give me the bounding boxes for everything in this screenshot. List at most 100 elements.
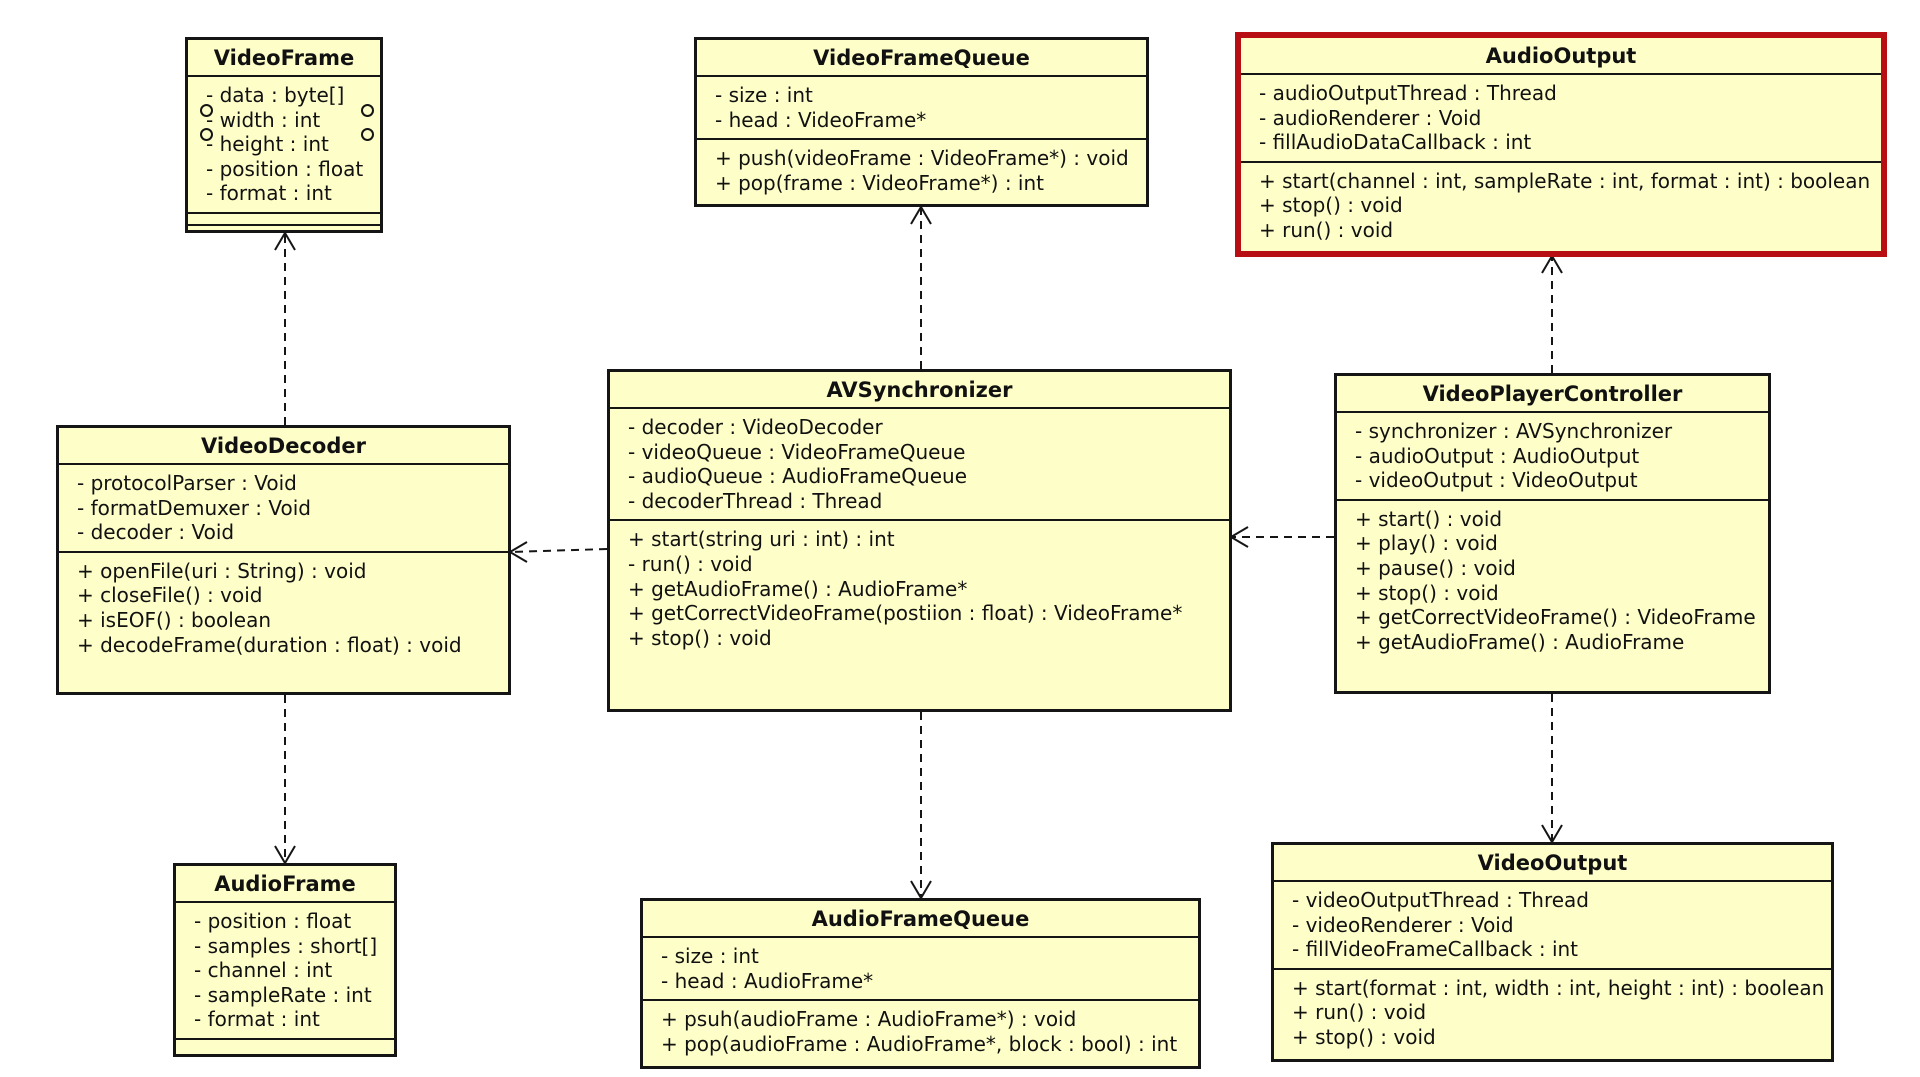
operations-section: + start(format : int, width : int, heigh… — [1274, 970, 1831, 1056]
operation: + run() : void — [1259, 217, 1394, 242]
attributes-section: - decoder : VideoDecoder - videoQueue : … — [610, 409, 1229, 522]
attribute: - height : int — [206, 132, 329, 157]
attribute: - audioRenderer : Void — [1259, 105, 1482, 130]
attributes-section: - size : int - head : AudioFrame* — [643, 938, 1198, 1002]
attribute: - size : int — [715, 83, 813, 107]
class-title: AudioOutput — [1241, 38, 1881, 75]
attribute: - position : float — [194, 909, 352, 933]
selection-handle-icon — [361, 128, 374, 141]
class-videooutput: VideoOutput - videoOutputThread : Thread… — [1271, 842, 1834, 1062]
dependency-avsynchronizer-videoframequeue — [910, 205, 932, 369]
dependency-videoplayercontroller-avsynchronizer — [1229, 526, 1334, 548]
operations-section: + start() : void + play() : void + pause… — [1337, 501, 1768, 661]
class-audioframe: AudioFrame - position : float - samples … — [173, 863, 397, 1057]
attributes-section: - data : byte[] - width : int - height :… — [188, 77, 380, 214]
attributes-section: - audioOutputThread : Thread - audioRend… — [1241, 75, 1881, 163]
operation: + pause() : void — [1355, 555, 1516, 580]
dependency-videodecoder-audioframe — [274, 695, 296, 865]
selection-handle-icon — [200, 104, 213, 117]
operation: + start() : void — [1355, 506, 1503, 531]
operation: + run() : void — [1292, 1000, 1427, 1025]
operation: + pop(frame : VideoFrame*) : int — [715, 170, 1044, 195]
operation: + getCorrectVideoFrame(postiion : float)… — [628, 601, 1183, 626]
attribute: - decoder : VideoDecoder — [628, 415, 883, 439]
operation: + start(string uri : int) : int — [628, 527, 895, 552]
dependency-videodecoder-videoframe — [274, 231, 296, 425]
operation: + stop() : void — [1355, 580, 1499, 605]
attributes-section: - protocolParser : Void - formatDemuxer … — [59, 465, 508, 553]
attribute: - size : int — [661, 944, 759, 968]
operation: + isEOF() : boolean — [77, 607, 271, 632]
class-title: AudioFrameQueue — [643, 901, 1198, 938]
operation: + getAudioFrame() : AudioFrame* — [628, 576, 968, 601]
attribute: - audioOutput : AudioOutput — [1355, 443, 1640, 468]
attributes-section: - position : float - samples : short[] -… — [176, 903, 394, 1040]
class-audiooutput: AudioOutput - audioOutputThread : Thread… — [1235, 32, 1887, 257]
operation: + openFile(uri : String) : void — [77, 558, 367, 583]
class-title: VideoFrameQueue — [697, 40, 1146, 77]
dependency-avsynchronizer-audioframequeue — [910, 712, 932, 900]
operations-section: + openFile(uri : String) : void + closeF… — [59, 553, 508, 663]
operation: + psuh(audioFrame : AudioFrame*) : void — [661, 1007, 1077, 1032]
operation: + stop() : void — [628, 625, 772, 650]
operation: + stop() : void — [1259, 193, 1403, 218]
attribute: - format : int — [194, 1007, 320, 1032]
attribute: - videoQueue : VideoFrameQueue — [628, 439, 966, 464]
attribute: - sampleRate : int — [194, 982, 372, 1007]
operation: + stop() : void — [1292, 1024, 1436, 1049]
class-audioframequeue: AudioFrameQueue - size : int - head : Au… — [640, 898, 1201, 1069]
attribute: - protocolParser : Void — [77, 471, 297, 495]
attribute: - fillVideoFrameCallback : int — [1292, 937, 1579, 962]
operation: + decodeFrame(duration : float) : void — [77, 632, 462, 657]
attribute: - audioOutputThread : Thread — [1259, 81, 1557, 105]
operations-section: + start(string uri : int) : int - run() … — [610, 521, 1229, 656]
class-title: AudioFrame — [176, 866, 394, 903]
operation: + closeFile() : void — [77, 583, 263, 608]
attribute: - synchronizer : AVSynchronizer — [1355, 419, 1673, 443]
operation: + getCorrectVideoFrame() : VideoFrame — [1355, 605, 1756, 630]
attribute: - position : float — [206, 156, 364, 181]
attribute: - data : byte[] — [206, 83, 345, 107]
selection-handle-icon — [361, 104, 374, 117]
attribute: - decoder : Void — [77, 520, 235, 545]
class-title: VideoOutput — [1274, 845, 1831, 882]
operation: + push(videoFrame : VideoFrame*) : void — [715, 146, 1129, 171]
class-avsynchronizer: AVSynchronizer - decoder : VideoDecoder … — [607, 369, 1232, 712]
operation: + getAudioFrame() : AudioFrame — [1355, 629, 1685, 654]
attribute: - videoOutput : VideoOutput — [1355, 468, 1638, 493]
selection-handle-icon — [200, 128, 213, 141]
class-title: VideoPlayerController — [1337, 376, 1768, 413]
dependency-videoplayercontroller-audiooutput — [1541, 254, 1563, 373]
attribute: - format : int — [206, 181, 332, 206]
operation: + play() : void — [1355, 531, 1498, 556]
attribute: - decoderThread : Thread — [628, 488, 883, 513]
operations-section — [188, 214, 380, 226]
attributes-section: - size : int - head : VideoFrame* — [697, 77, 1146, 141]
class-title: VideoFrame — [188, 40, 380, 77]
attributes-section: - synchronizer : AVSynchronizer - audioO… — [1337, 413, 1768, 501]
operation: + start(format : int, width : int, heigh… — [1292, 975, 1825, 1000]
operations-section: + psuh(audioFrame : AudioFrame*) : void … — [643, 1001, 1198, 1062]
operation: + start(channel : int, sampleRate : int,… — [1259, 168, 1871, 193]
operations-section: + push(videoFrame : VideoFrame*) : void … — [697, 140, 1146, 201]
operation: - run() : void — [628, 551, 753, 576]
class-videoframe: VideoFrame - data : byte[] - width : int… — [185, 37, 383, 233]
attributes-section: - videoOutputThread : Thread - videoRend… — [1274, 882, 1831, 970]
attribute: - channel : int — [194, 958, 333, 983]
class-videodecoder: VideoDecoder - protocolParser : Void - f… — [56, 425, 511, 695]
attribute: - videoOutputThread : Thread — [1292, 888, 1589, 912]
dependency-avsynchronizer-videodecoder — [508, 541, 608, 563]
dependency-videoplayercontroller-videooutput — [1541, 694, 1563, 844]
class-videoframequeue: VideoFrameQueue - size : int - head : Vi… — [694, 37, 1149, 207]
attribute: - fillAudioDataCallback : int — [1259, 130, 1532, 155]
operations-section: + start(channel : int, sampleRate : int,… — [1241, 163, 1881, 249]
attribute: - samples : short[] — [194, 933, 378, 958]
class-title: VideoDecoder — [59, 428, 508, 465]
attribute: - videoRenderer : Void — [1292, 912, 1514, 937]
class-title: AVSynchronizer — [610, 372, 1229, 409]
class-videoplayercontroller: VideoPlayerController - synchronizer : A… — [1334, 373, 1771, 694]
operations-section — [176, 1040, 394, 1050]
attribute: - audioQueue : AudioFrameQueue — [628, 464, 968, 489]
attribute: - head : AudioFrame* — [661, 968, 874, 993]
